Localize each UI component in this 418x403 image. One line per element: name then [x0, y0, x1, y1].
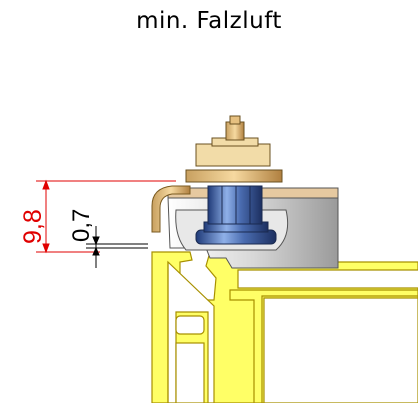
dimension-gap — [86, 226, 148, 268]
dimension-overall-label: 9,8 — [19, 209, 47, 244]
dimension-gap-label: 0,7 — [68, 209, 95, 242]
washer-stack — [185, 137, 283, 183]
bolt-assembly — [195, 185, 277, 245]
diagram-title: min. Falzluft — [136, 8, 282, 34]
top-screw — [225, 115, 245, 141]
brass-bracket — [151, 185, 191, 233]
dimension-overall — [36, 179, 176, 254]
frame-profile — [151, 251, 418, 403]
